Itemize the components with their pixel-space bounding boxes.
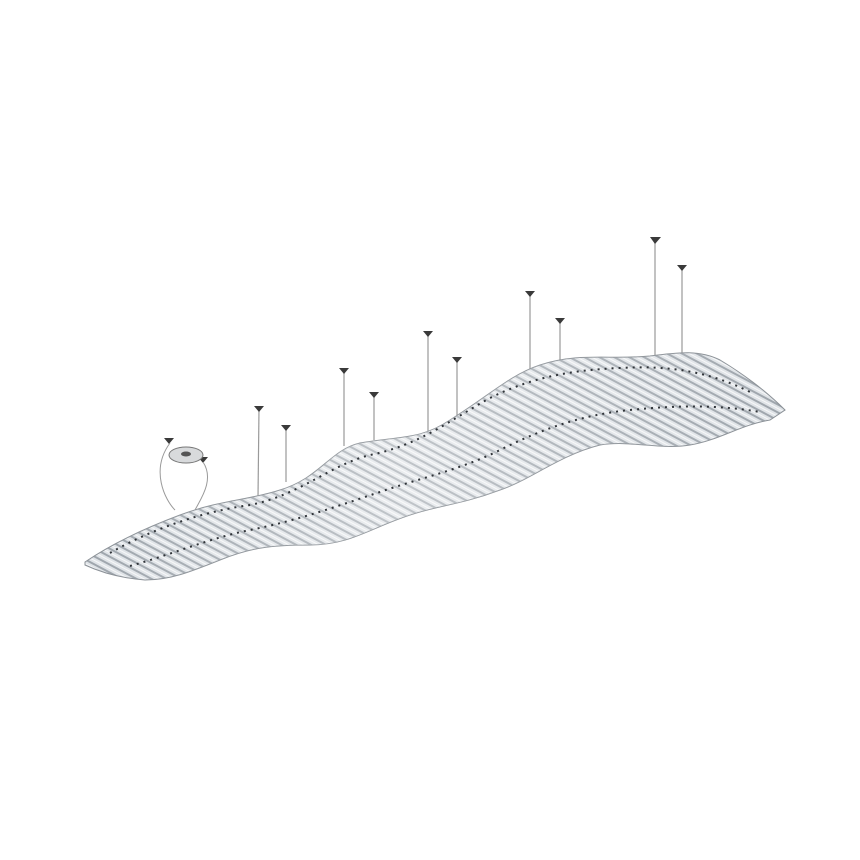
suspension-rods xyxy=(257,240,683,499)
clip-line-lower xyxy=(129,405,761,567)
glass-wave-ribbon xyxy=(84,352,786,581)
ceiling-caps xyxy=(164,237,687,463)
clip-line-upper xyxy=(109,366,751,554)
ceiling-canopy xyxy=(159,442,209,511)
